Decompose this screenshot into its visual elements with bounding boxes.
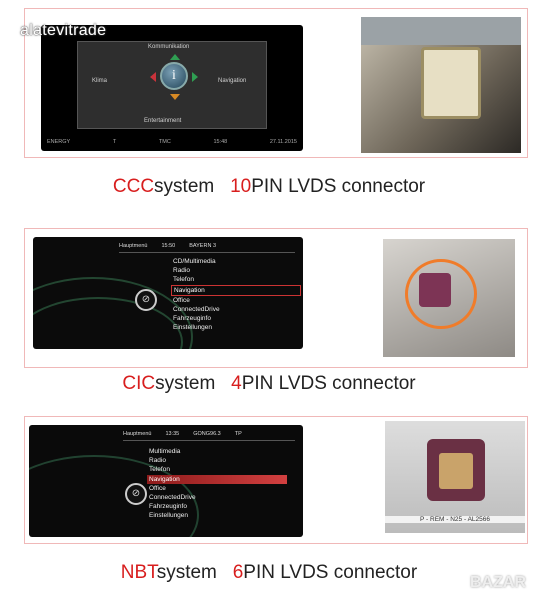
connector-pins xyxy=(439,453,473,489)
menu-item: Telefon xyxy=(173,276,194,284)
orange-highlight-circle xyxy=(405,259,477,329)
cic-connector-photo xyxy=(383,239,515,357)
corner-logo: BAZAR xyxy=(470,574,526,591)
nbt-caption: NBTsystem 6PIN LVDS connector xyxy=(0,562,538,584)
system-name: NBT xyxy=(120,562,157,583)
ccc-panel: Kommunikation Klima Navigation Entertain… xyxy=(24,8,528,158)
status-t: T xyxy=(112,139,117,145)
ccc-screen-image: Kommunikation Klima Navigation Entertain… xyxy=(41,25,303,151)
header-station: BAYERN 3 xyxy=(189,243,216,249)
part-label: P - REM - N25 - AL2566 xyxy=(385,516,525,523)
10pin-connector xyxy=(421,47,481,119)
system-word: system xyxy=(155,373,216,394)
menu-item: Radio xyxy=(173,267,190,275)
cic-menu: CD/Multimedia Radio Telefon Navigation O… xyxy=(171,257,301,333)
menu-item: CD/Multimedia xyxy=(173,258,216,265)
cic-header: Hauptmenü 15:50 BAYERN 3 xyxy=(119,243,295,253)
status-tmc: TMC xyxy=(158,139,171,145)
menu-item: Multimedia xyxy=(149,448,181,455)
cic-panel: Hauptmenü 15:50 BAYERN 3 ⊘ CD/Multimedia… xyxy=(24,228,528,368)
nbt-screen-image: Hauptmenü 13:35 GONG96.3 TP ⊘ Multimedia… xyxy=(29,425,303,537)
cic-caption: CICsystem 4PIN LVDS connector xyxy=(0,373,538,395)
cic-screen-image: Hauptmenü 15:50 BAYERN 3 ⊘ CD/Multimedia… xyxy=(33,237,303,349)
menu-item: Telefon xyxy=(149,466,170,474)
header-title: Hauptmenü xyxy=(119,243,148,249)
system-word: system xyxy=(154,176,215,197)
system-name: CIC xyxy=(122,373,156,394)
pin-count: 6 xyxy=(232,562,244,583)
header-tp: TP xyxy=(234,431,242,437)
controller-knob-icon: ⊘ xyxy=(135,289,157,311)
info-icon: i xyxy=(160,62,188,90)
menu-item: Fahrzeuginfo xyxy=(149,503,187,511)
menu-item: ConnectedDrive xyxy=(173,306,220,314)
system-name: CCC xyxy=(112,176,155,197)
pin-count: 10 xyxy=(230,176,252,197)
status-energy: ENERGY xyxy=(47,139,71,145)
arrow-down-icon xyxy=(170,94,180,100)
6pin-connector xyxy=(427,439,485,501)
ccc-menu-top: Kommunikation xyxy=(148,44,190,50)
menu-item: Fahrzeuginfo xyxy=(173,315,211,323)
connector-desc: PIN LVDS connector xyxy=(243,562,418,583)
status-date: 27.11.2015 xyxy=(269,139,297,145)
status-time: 15:48 xyxy=(213,139,228,145)
menu-item: Einstellungen xyxy=(149,512,189,520)
menu-item: Office xyxy=(149,484,166,492)
ccc-connector-photo xyxy=(361,17,521,153)
arrow-up-icon xyxy=(170,54,180,60)
nbt-header: Hauptmenü 13:35 GONG96.3 TP xyxy=(123,431,295,441)
nbt-menu: Multimedia Radio Telefon Navigation Offi… xyxy=(147,447,287,521)
ccc-menu-bottom: Entertainment xyxy=(144,118,182,124)
menu-item: Einstellungen xyxy=(173,324,213,332)
header-time: 15:50 xyxy=(161,243,176,249)
metal-bracket xyxy=(361,17,521,45)
menu-item: Radio xyxy=(149,457,166,465)
menu-item: ConnectedDrive xyxy=(149,494,196,502)
menu-item-selected: Navigation xyxy=(171,284,301,296)
ccc-menu-grid: Kommunikation Klima Navigation Entertain… xyxy=(77,41,267,129)
ccc-status-bar: ENERGY T TMC 15:48 27.11.2015 xyxy=(47,139,297,145)
connector-desc: PIN LVDS connector xyxy=(251,176,426,197)
arrow-right-icon xyxy=(192,72,198,82)
connector-desc: PIN LVDS connector xyxy=(241,373,416,394)
ccc-menu-left: Klima xyxy=(92,78,108,84)
menu-item: Office xyxy=(173,296,190,304)
system-word: system xyxy=(156,562,217,583)
watermark-text: alatevitrade xyxy=(20,22,107,39)
arrow-left-icon xyxy=(150,72,156,82)
header-time: 13:35 xyxy=(165,431,180,437)
menu-item-selected: Navigation xyxy=(147,474,287,484)
header-title: Hauptmenü xyxy=(123,431,152,437)
pin-count: 4 xyxy=(231,373,242,394)
nbt-panel: Hauptmenü 13:35 GONG96.3 TP ⊘ Multimedia… xyxy=(24,416,528,544)
ccc-menu-right: Navigation xyxy=(218,78,247,84)
ccc-caption: CCCsystem 10PIN LVDS connector xyxy=(0,176,538,198)
controller-knob-icon: ⊘ xyxy=(125,483,147,505)
header-station: GONG96.3 xyxy=(193,431,221,437)
nbt-connector-photo: P - REM - N25 - AL2566 xyxy=(385,421,525,533)
